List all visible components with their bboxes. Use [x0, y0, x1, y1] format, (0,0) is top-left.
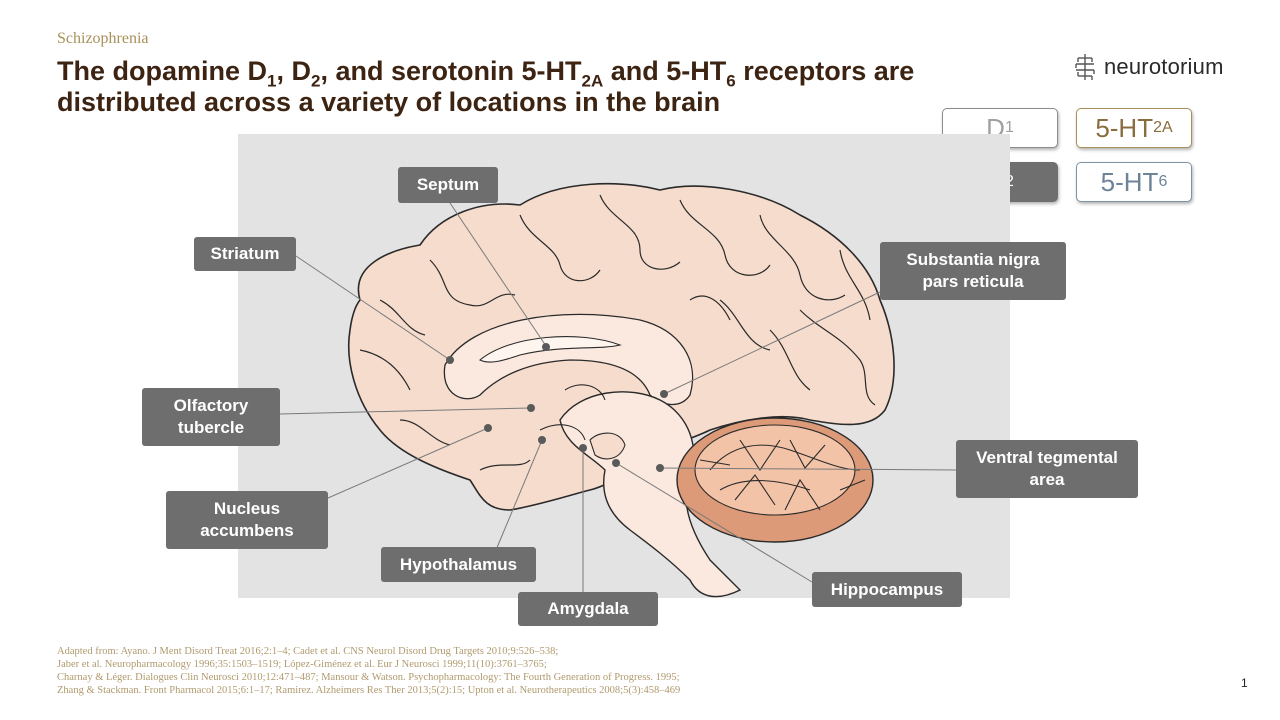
- page-number: 1: [1241, 676, 1248, 690]
- olfactory-dot: [527, 404, 535, 412]
- striatum-dot: [446, 356, 454, 364]
- reference-line: Adapted from: Ayano. J Ment Disord Treat…: [57, 646, 559, 657]
- title-line-1: The dopamine D1, D2, and serotonin 5-HT2…: [57, 56, 915, 91]
- section-label: Schizophrenia: [57, 30, 149, 47]
- label-hippocampus: Hippocampus: [812, 572, 962, 607]
- vta-dot: [656, 464, 664, 472]
- reference-line: Charnay & Léger. Dialogues Clin Neurosci…: [57, 672, 680, 683]
- label-hypothalamus: Hypothalamus: [381, 547, 536, 582]
- amygdala-dot: [579, 444, 587, 452]
- logo-text: neurotorium: [1104, 54, 1224, 79]
- hippocampus-dot: [612, 459, 620, 467]
- nucleus-accumbens-dot: [484, 424, 492, 432]
- cerebellum: [676, 417, 874, 543]
- label-septum: Septum: [398, 167, 498, 203]
- neurotorium-logo-icon: [1075, 54, 1095, 80]
- title-line-2: distributed across a variety of location…: [57, 87, 721, 117]
- label-amygdala: Amygdala: [518, 592, 658, 626]
- hypothalamus-dot: [538, 436, 546, 444]
- references: Adapted from: Ayano. J Ment Disord Treat…: [57, 645, 680, 697]
- septum-dot: [542, 343, 550, 351]
- substantia-nigra-dot: [660, 390, 668, 398]
- page-title: The dopamine D1, D2, and serotonin 5-HT2…: [57, 56, 1037, 118]
- reference-line: Jaber et al. Neuropharmacology 1996;35:1…: [57, 659, 547, 670]
- label-striatum: Striatum: [194, 237, 296, 271]
- reference-line: Zhang & Stackman. Front Pharmacol 2015;6…: [57, 685, 681, 696]
- logo: neurotorium: [1072, 52, 1224, 82]
